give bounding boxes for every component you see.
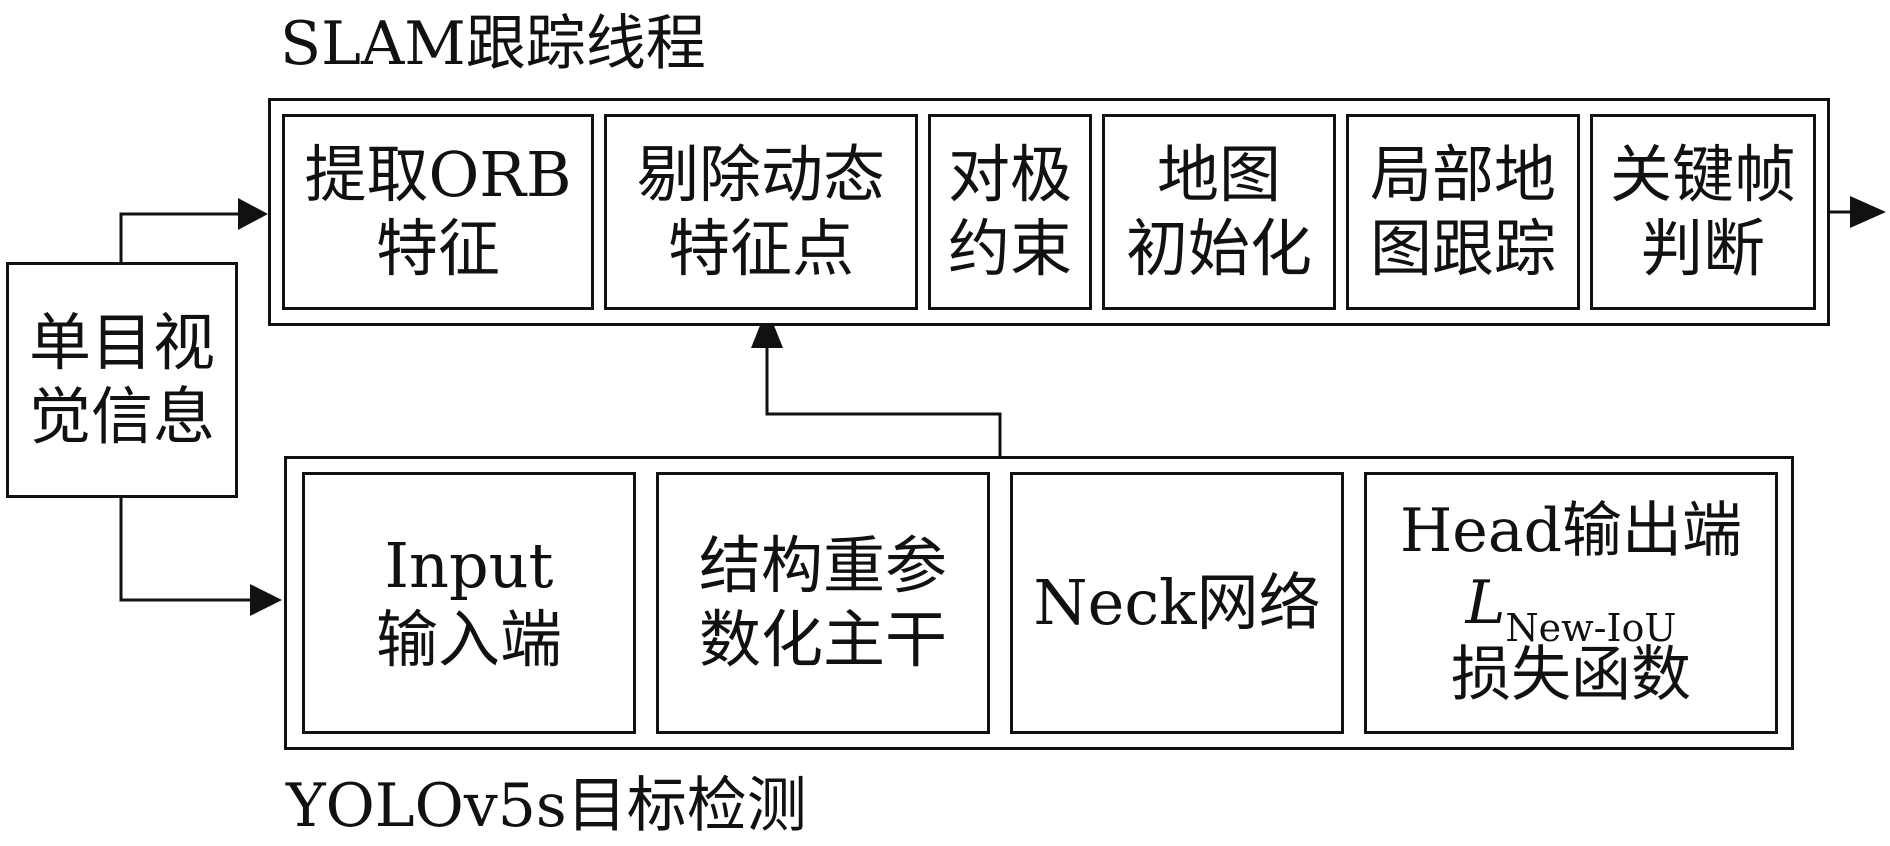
slam-block-map-init: 地图 初始化	[1102, 114, 1336, 310]
slam-block-keyframe: 关键帧 判断	[1590, 114, 1816, 310]
block-line: 数化主干	[698, 603, 947, 676]
block-line: 约束	[947, 212, 1072, 285]
slam-block-epipolar: 对极 约束	[928, 114, 1092, 310]
input-to-yolo-line	[119, 498, 250, 602]
input-to-slam-line	[119, 212, 238, 262]
block-line: 剔除动态	[636, 137, 885, 211]
slam-block-extract-orb: 提取ORB 特征	[282, 114, 594, 310]
slam-block-local-map: 局部地 图跟踪	[1346, 114, 1580, 310]
block-line: Input	[384, 528, 554, 602]
block-line: 图跟踪	[1369, 212, 1556, 285]
yolo-block-input: Input 输入端	[302, 472, 636, 734]
loss-subscript: New-IoU	[1505, 606, 1677, 650]
block-line: 地图	[1156, 137, 1281, 211]
arrow-up-icon	[751, 308, 783, 348]
yolo-to-slam-line	[765, 348, 1002, 458]
block-line: 特征	[375, 212, 500, 285]
block-line: 损失函数	[1451, 640, 1691, 710]
block-line: 局部地	[1369, 137, 1556, 211]
yolo-block-backbone: 结构重参 数化主干	[656, 472, 990, 734]
block-line: 单目视	[28, 305, 215, 379]
block-line: 输入端	[375, 603, 562, 676]
block-line: Neck网络	[1033, 565, 1321, 639]
block-line: 判断	[1640, 212, 1765, 285]
yolo-title: YOLOv5s目标检测	[286, 771, 807, 841]
block-line: 结构重参	[698, 528, 947, 602]
arrow-to-yolo-icon	[250, 584, 282, 616]
arrow-to-slam-icon	[238, 198, 268, 230]
block-line: 提取ORB	[304, 137, 572, 211]
block-line: Head输出端	[1399, 496, 1742, 566]
loss-formula: LNew-IoU	[1465, 567, 1677, 650]
slam-block-remove-dynamic: 剔除动态 特征点	[604, 114, 918, 310]
yolo-block-head: Head输出端 LNew-IoU 损失函数	[1364, 472, 1778, 734]
block-line: 对极	[947, 137, 1072, 211]
block-line: 初始化	[1125, 212, 1312, 285]
loss-symbol: L	[1465, 568, 1506, 638]
monocular-input-box: 单目视 觉信息	[6, 262, 238, 498]
slam-title: SLAM跟踪线程	[280, 9, 706, 79]
block-line: 特征点	[667, 212, 854, 285]
block-line: 觉信息	[28, 380, 215, 453]
block-line: 关键帧	[1609, 137, 1796, 211]
yolo-block-neck: Neck网络	[1010, 472, 1344, 734]
output-arrow-icon	[1850, 196, 1886, 228]
